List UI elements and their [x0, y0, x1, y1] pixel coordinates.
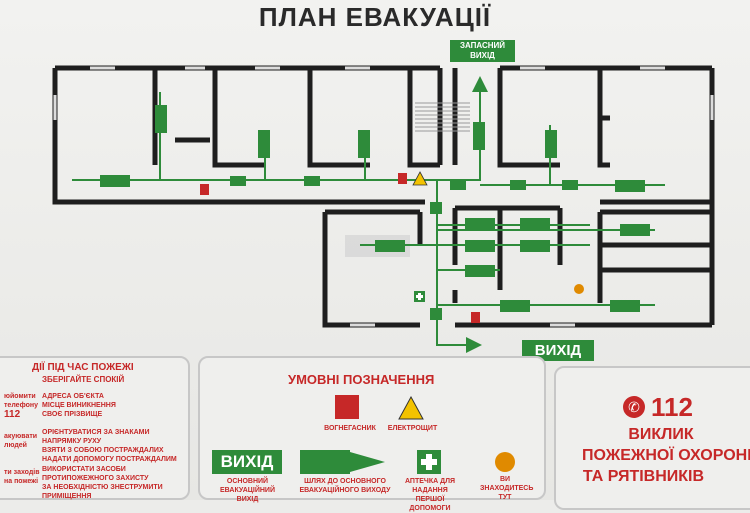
step-1-left: юйомити телефону 112 — [4, 393, 38, 420]
floor-plan — [52, 40, 715, 353]
emergency-line-2: ПОЖЕЖНОЇ ОХОРОНИ — [582, 447, 750, 464]
spare-exit-label: ЗАПАСНИЙ ВИХІД — [459, 41, 506, 60]
emergency-number: 112 — [651, 392, 693, 422]
emergency-panel: ✆ 112 ВИКЛИК ПОЖЕЖНОЇ ОХОРОНИ ТА РЯТІВНИ… — [554, 366, 750, 510]
stairs — [415, 102, 470, 132]
path-caption: ШЛЯХ ДО ОСНОВНОГО ЕВАКУАЦІЙНОГО ВИХОДУ — [299, 478, 391, 494]
first-aid-caption: АПТЕЧКА ДЛЯ НАДАННЯ ПЕРШОЇ ДОПОМОГИ — [404, 478, 456, 512]
main-exit-label: ВИХІД — [522, 340, 594, 361]
evacuation-path-icon — [300, 450, 385, 474]
fire-actions-panel: ДІЇ ПІД ЧАС ПОЖЕЖІ ЗБЕРІГАЙТЕ СПОКІЙ юйо… — [0, 356, 190, 500]
you-are-here-marker — [574, 284, 584, 294]
phone-icon: ✆ — [623, 396, 645, 418]
legend-panel: УМОВНІ ПОЗНАЧЕННЯ ВОГНЕГАСНИК ЕЛЕКТРОЩИТ… — [198, 356, 546, 512]
spare-exit-box — [450, 40, 515, 62]
extinguisher-markers — [200, 173, 480, 323]
fire-actions-subtitle: ЗБЕРІГАЙТЕ СПОКІЙ — [42, 375, 125, 384]
emergency-line-1: ВИКЛИК — [628, 426, 694, 443]
legend-exit-sign: ВИХІД — [212, 450, 282, 474]
step-3-left: ти заходів на пожежі — [4, 469, 40, 485]
electrical-panel-marker — [412, 171, 428, 186]
emergency-line-3: ТА РЯТІВНИКІВ — [582, 468, 705, 485]
legend-title: УМОВНІ ПОЗНАЧЕННЯ — [288, 372, 435, 387]
extinguisher-label: ВОГНЕГАСНИК — [324, 425, 376, 432]
fire-actions-title: ДІЇ ПІД ЧАС ПОЖЕЖІ — [32, 362, 134, 373]
walls — [52, 65, 715, 328]
electrical-panel-icon — [398, 396, 424, 420]
step-2-items: ОРІЄНТУВАТИСЯ ЗА ЗНАКАМИ НАПРЯМКУ РУХУ В… — [42, 429, 177, 463]
you-are-here-icon — [495, 452, 515, 472]
plan-title: ПЛАН ЕВАКУАЦІЇ — [258, 2, 492, 32]
step-3-items: ВИКОРИСТАТИ ЗАСОБИ ПРОТИПОЖЕЖНОГО ЗАХИСТ… — [42, 466, 163, 500]
you-are-here-caption: ВИ ЗНАХОДИТЕСЬ ТУТ — [480, 476, 534, 501]
direction-signs — [100, 105, 650, 320]
first-aid-icon — [417, 450, 441, 474]
step-2-left: акуювати людей — [4, 433, 38, 449]
electrical-label: ЕЛЕКТРОЩИТ — [387, 425, 438, 432]
extinguisher-icon — [335, 395, 359, 419]
step-1-items: АДРЕСА ОБ'ЄКТА МІСЦЕ ВИНИКНЕННЯ СВОЄ ПРІ… — [42, 393, 116, 418]
